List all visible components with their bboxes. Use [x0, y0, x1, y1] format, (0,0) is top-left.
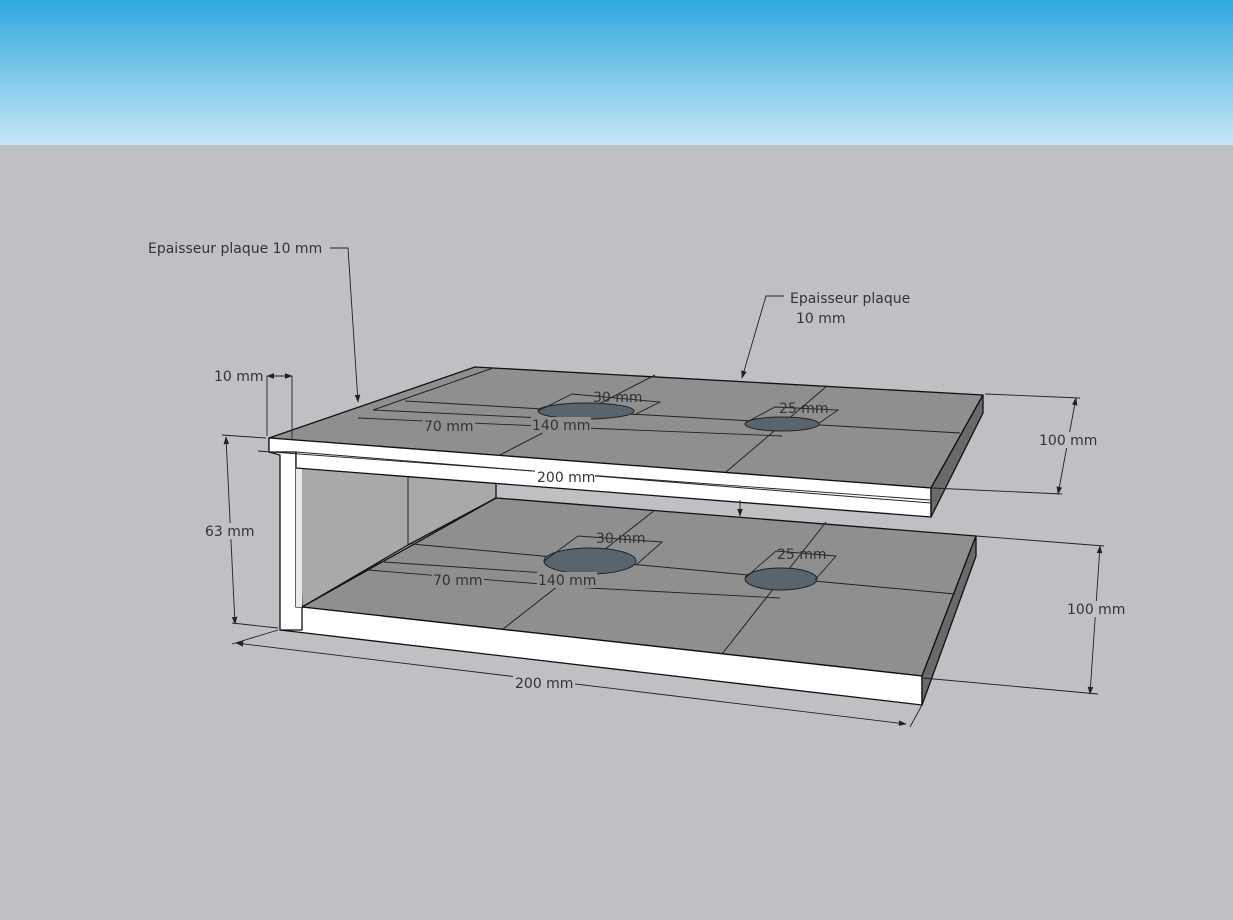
dim-bottom-depth: 100 mm [1067, 602, 1125, 618]
dim-wall-thickness: 10 mm [214, 369, 264, 385]
bottom-hole-small [744, 567, 818, 591]
left-wall-inner-shadow [296, 462, 302, 607]
dim-top-offset: 70 mm [424, 419, 474, 435]
dim-top-hole-large: 30 mm [593, 390, 643, 406]
bottom-plate-side-face [921, 535, 977, 706]
dim-bottom-offset: 70 mm [433, 573, 483, 589]
top-plate-side-face [930, 394, 984, 518]
dim-top-spacing: 140 mm [532, 418, 590, 434]
sky [0, 0, 1233, 145]
annotation-top-right-thickness-line2: 10 mm [796, 311, 846, 327]
left-wall[interactable] [268, 437, 303, 631]
dim-bottom-spacing: 140 mm [538, 573, 596, 589]
bottom-hole-large [543, 547, 637, 575]
dim-bottom-hole-large: 30 mm [596, 531, 646, 547]
dim-top-depth: 100 mm [1039, 433, 1097, 449]
dim-height: 63 mm [205, 524, 255, 540]
top-hole-small [744, 416, 820, 432]
dim-top-width: 200 mm [537, 470, 595, 486]
top-plate[interactable] [268, 366, 984, 518]
annotation-top-right-thickness-line1: Epaisseur plaque [790, 291, 910, 307]
annotation-top-left-thickness: Epaisseur plaque 10 mm [148, 241, 322, 257]
dim-bottom-width: 200 mm [515, 676, 573, 692]
dim-top-hole-small: 25 mm [779, 401, 829, 417]
dim-bottom-hole-small: 25 mm [777, 547, 827, 563]
